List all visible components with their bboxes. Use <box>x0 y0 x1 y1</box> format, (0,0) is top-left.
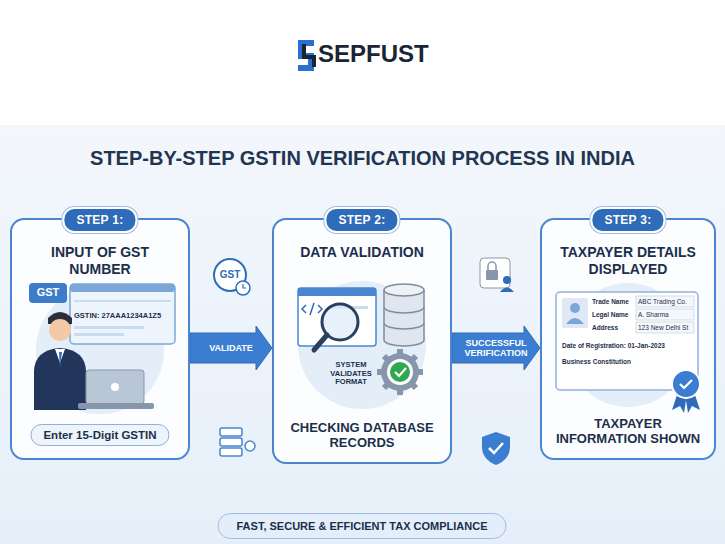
field-name: Trade Name <box>592 298 629 305</box>
gstin-field: GSTIN: 27AAA1234A1Z5 <box>74 312 174 321</box>
panel-fill <box>541 219 715 459</box>
brand-logo-text: SEPFUST <box>318 40 429 68</box>
panel-fill <box>11 219 189 459</box>
step-badge: STEP 1: <box>62 207 137 233</box>
step-panel: INPUT OF GST NUMBERSTEP 1:Enter 15-Digit… <box>10 218 190 460</box>
field-name: Legal Name <box>592 311 629 318</box>
node-heading: STEP 3: <box>604 213 651 227</box>
lock-user-icon <box>480 258 514 292</box>
logo-icon <box>298 40 316 71</box>
node-caption: TAXPAYER INFORMATION SHOWN <box>550 416 706 446</box>
step-badge: STEP 3: <box>590 207 665 233</box>
user-at-laptop <box>29 283 175 414</box>
diagram-title: STEP-BY-STEP GSTIN VERIFICATION PROCESS … <box>0 147 725 170</box>
node-heading: INPUT OF GST NUMBER <box>20 244 180 278</box>
gst-clock-icon <box>214 259 250 295</box>
node-heading: FAST, SECURE & EFFICIENT TAX COMPLIANCE <box>237 520 488 532</box>
gst-badge: GST <box>29 286 67 299</box>
step-panel: TAXPAYER DETAILS DISPLAYED TAXPAYER INFOR… <box>540 218 716 460</box>
gst-icon-text: GST <box>214 269 246 281</box>
field-value: A. Sharma <box>638 311 694 318</box>
input-hint-box: Enter 15-Digit GSTIN <box>30 424 169 446</box>
taxpayer-card <box>556 283 700 413</box>
server-icon <box>220 428 255 456</box>
node-heading: Enter 15-Digit GSTIN <box>43 429 156 441</box>
validation-illustration <box>298 281 426 409</box>
field-name: Date of Registration: 01-Jan-2023 <box>562 342 665 349</box>
node-caption: CHECKING DATABASE RECORDS <box>282 420 442 450</box>
background-band <box>0 125 725 544</box>
format-check-note: SYSTEM VALIDATES FORMAT <box>318 361 384 387</box>
shield-icon <box>482 432 510 465</box>
node-heading: STEP 1: <box>76 213 123 227</box>
footer-banner: FAST, SECURE & EFFICIENT TAX COMPLIANCE <box>218 513 507 539</box>
step-badge: STEP 2: <box>324 207 399 233</box>
field-name: Address <box>592 324 618 331</box>
flow-arrow <box>190 326 272 370</box>
step-panel: DATA VALIDATION CHECKING DATABASE RECORDS… <box>272 218 452 464</box>
field-value: 123 New Delhi St <box>638 324 694 331</box>
arrow-label: VALIDATE <box>191 343 271 353</box>
node-heading: STEP 2: <box>338 213 385 227</box>
field-name: Business Constitution <box>562 358 631 365</box>
field-value: ABC Trading Co. <box>638 298 694 305</box>
arrow-label: SUCCESSFUL VERIFICATION <box>453 338 539 358</box>
panel-fill <box>273 219 451 463</box>
node-heading: DATA VALIDATION <box>282 244 442 261</box>
flow-arrow <box>452 326 540 370</box>
node-heading: TAXPAYER DETAILS DISPLAYED <box>550 244 706 278</box>
